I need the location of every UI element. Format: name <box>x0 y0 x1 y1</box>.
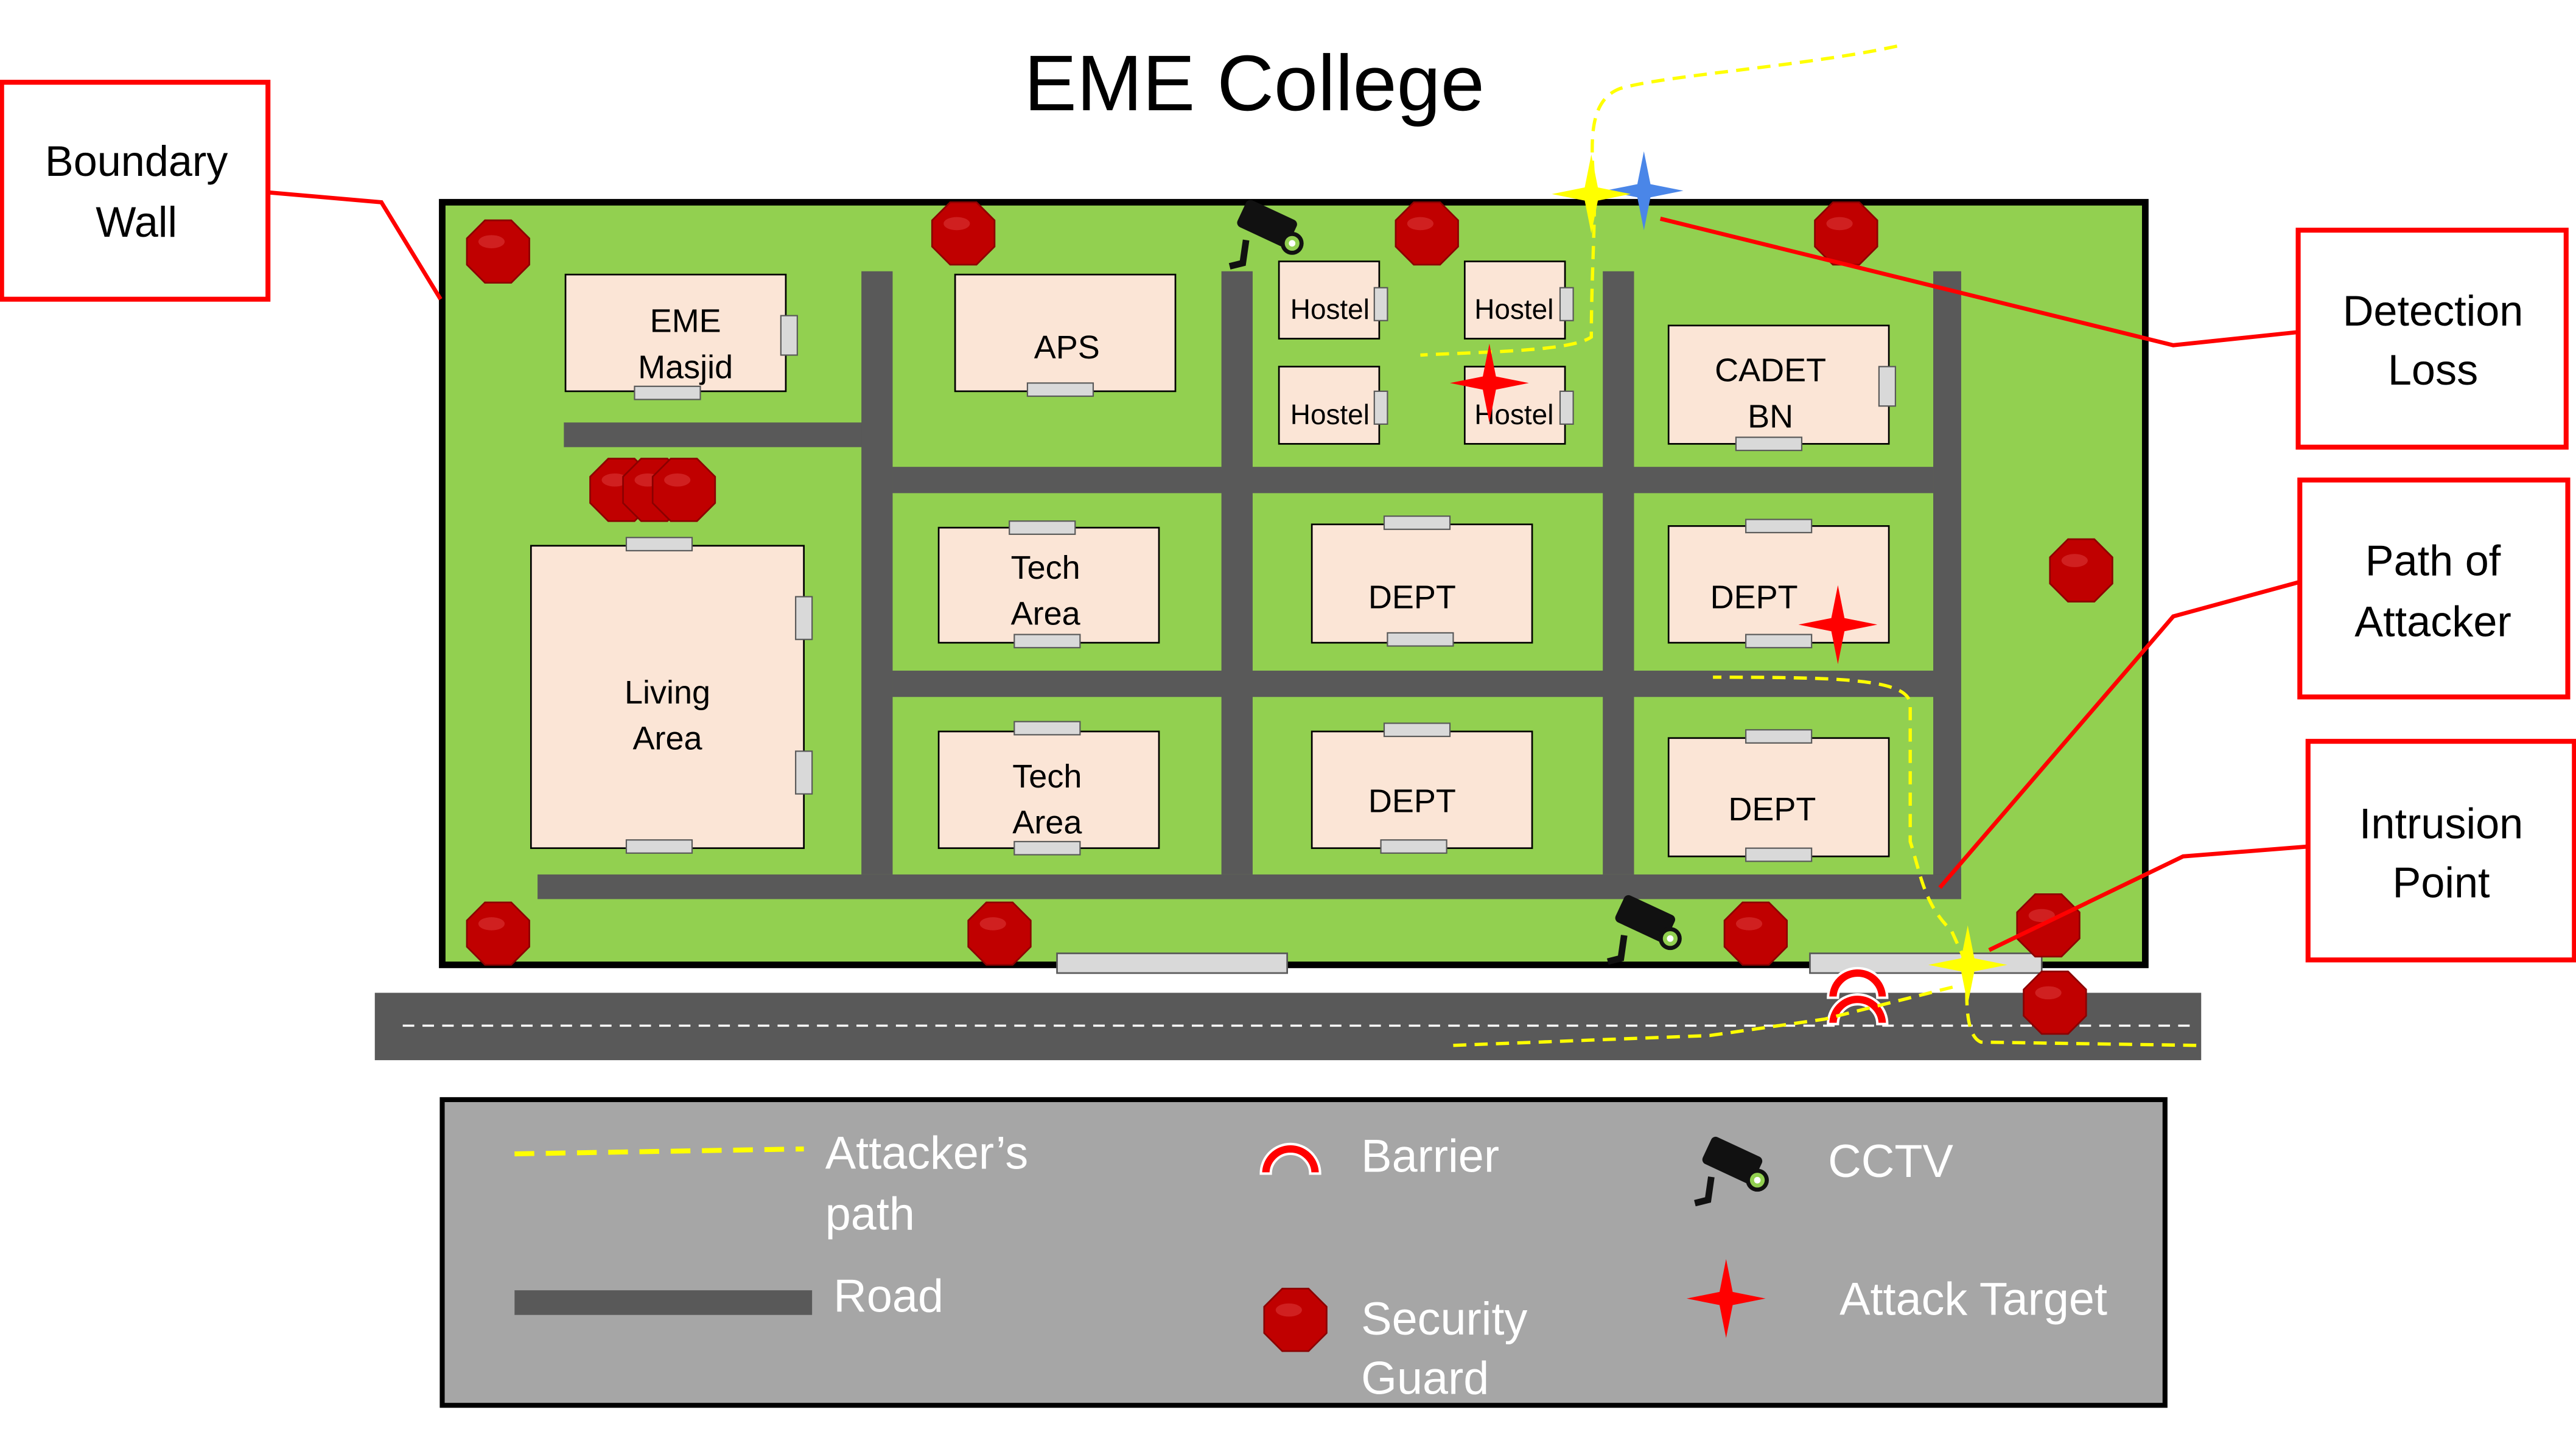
building-label: Area <box>632 721 702 757</box>
building-living-area: Living Area <box>530 545 805 850</box>
building-label: Area <box>1011 595 1081 632</box>
building-cadet-bn: CADET BN <box>1667 324 1890 445</box>
building-dept: DEPT <box>1311 730 1533 850</box>
building-dept: DEPT <box>1311 523 1533 644</box>
building-label: Masjid <box>638 349 733 385</box>
callout-detection-loss: Detection Loss <box>1659 217 2569 450</box>
building-label: EME <box>650 303 721 340</box>
building-label: DEPT <box>1368 579 1456 615</box>
security-guard-icon <box>466 901 530 966</box>
legend-label: Road <box>833 1271 943 1322</box>
legend-attackers-path-swatch <box>514 1146 804 1157</box>
road-segment <box>1603 271 1634 875</box>
security-guard-icon <box>1723 901 1788 966</box>
callout-text: Attacker <box>2354 597 2511 645</box>
building-label: Living <box>625 674 710 711</box>
legend-label: Guard <box>1361 1353 1489 1404</box>
security-guard-icon <box>466 219 530 284</box>
callout-text: Point <box>2393 859 2490 907</box>
building-hostel: Hostel <box>1463 260 1566 340</box>
road-segment <box>861 271 893 875</box>
legend-road-swatch <box>514 1290 813 1315</box>
building-label: Tech <box>1011 550 1080 586</box>
building-label: Tech <box>1012 758 1082 795</box>
callout-path-of-attacker: Path of Attacker <box>1938 477 2571 889</box>
road-segment <box>564 422 873 447</box>
security-guard-icon <box>931 201 996 266</box>
building-eme-masjid: EME Masjid <box>564 273 787 393</box>
legend-label: path <box>825 1189 915 1240</box>
callout-text: Detection <box>2343 287 2524 335</box>
buildings: EME Masjid APS Hostel Hostel Hostel Host… <box>530 260 1890 857</box>
legend-label: Attack Target <box>1839 1274 2107 1325</box>
legend-label: Security <box>1361 1294 1527 1345</box>
legend-label: Barrier <box>1361 1131 1499 1182</box>
building-dept: DEPT <box>1667 737 1890 857</box>
building-label: BN <box>1748 398 1793 435</box>
security-guard-icon <box>1395 201 1459 266</box>
security-guard-icon <box>651 458 716 522</box>
building-hostel: Hostel <box>1278 260 1381 340</box>
legend-label: CCTV <box>1828 1136 1953 1187</box>
attackers-path <box>1453 984 1957 1047</box>
road-segment <box>892 467 1934 494</box>
building-tech-area: Tech Area <box>937 526 1160 644</box>
legend-label: Attacker’s <box>825 1128 1028 1179</box>
callout-text: Boundary <box>45 137 228 185</box>
page-title: EME College <box>1024 40 1484 127</box>
callout-text: Intrusion <box>2359 800 2523 848</box>
road-segment <box>1221 271 1253 875</box>
building-hostel: Hostel <box>1463 366 1566 445</box>
legend-security-guard-icon <box>1263 1288 1328 1352</box>
legend: Attacker’s path Road Barrier Security Gu… <box>439 1097 2168 1408</box>
road-segment <box>892 671 1953 697</box>
main-gate <box>1056 952 1288 974</box>
building-label: Area <box>1012 804 1082 840</box>
attackers-path <box>1713 676 2197 1047</box>
building-label: Hostel <box>1474 293 1553 325</box>
building-label: DEPT <box>1728 791 1816 828</box>
building-label: DEPT <box>1710 579 1798 615</box>
security-guard-icon <box>2016 893 2081 958</box>
building-hostel: Hostel <box>1278 366 1381 445</box>
callout-text: Wall <box>96 198 177 246</box>
road-segment <box>537 874 1961 899</box>
security-guard-icon <box>2049 538 2113 602</box>
callout-text: Path of <box>2365 536 2501 584</box>
callout-boundary-wall: Boundary Wall <box>0 80 443 302</box>
building-label: DEPT <box>1368 783 1456 819</box>
callout-intrusion-point: Intrusion Point <box>1988 739 2576 963</box>
security-guard-icon <box>1814 201 1878 266</box>
security-guard-icon <box>2023 970 2087 1035</box>
building-tech-area: Tech Area <box>937 730 1160 850</box>
building-aps: APS <box>954 273 1177 393</box>
building-label: APS <box>1034 329 1100 366</box>
building-label: CADET <box>1715 352 1826 389</box>
building-label: Hostel <box>1290 399 1370 430</box>
callout-text: Loss <box>2388 346 2478 394</box>
road-segment <box>1933 271 1961 899</box>
security-guard-icon <box>967 901 1032 966</box>
internal-roads <box>537 271 1961 899</box>
main-road <box>374 993 2202 1061</box>
building-doors <box>625 287 1896 862</box>
building-label: Hostel <box>1290 293 1370 325</box>
